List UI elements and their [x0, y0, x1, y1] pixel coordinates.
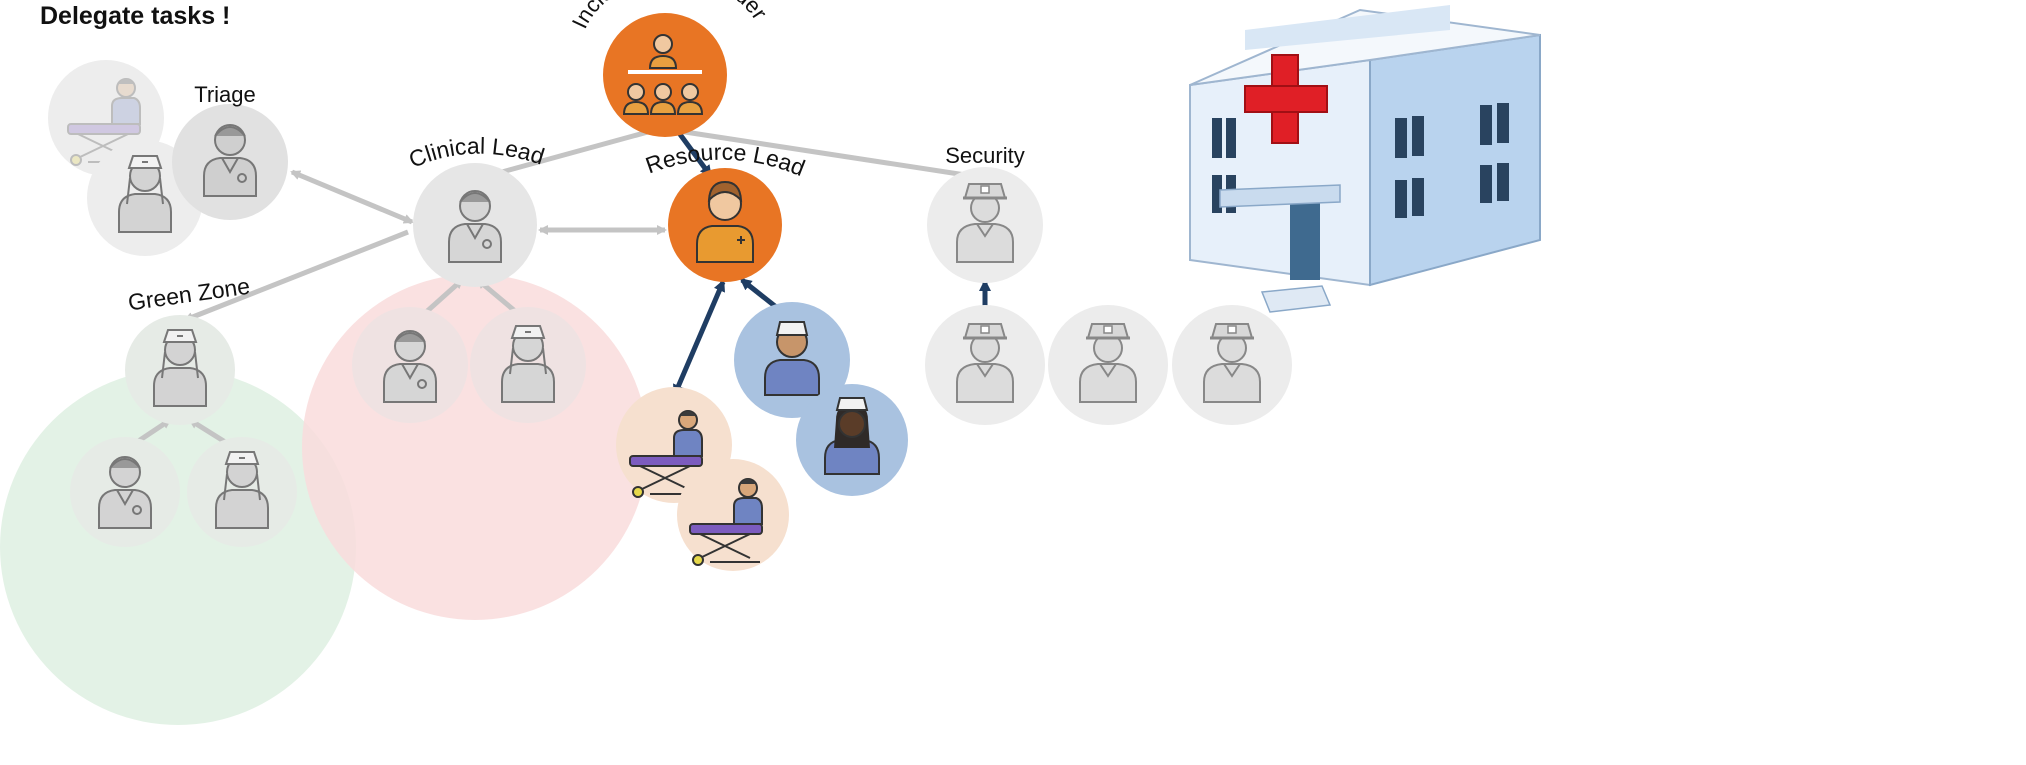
clinical-team	[352, 307, 586, 423]
triage-label: Triage	[194, 82, 256, 107]
arrow-commander-security	[671, 127, 987, 182]
patient-group[interactable]	[616, 387, 789, 571]
arrow-triage-clinical	[290, 169, 414, 225]
diagram-heading: Delegate tasks !	[40, 2, 231, 30]
arrow-commander-clinical	[478, 127, 656, 181]
security-label: Security	[945, 143, 1024, 168]
clinical-lead-node[interactable]	[413, 163, 537, 287]
resource-lead-icon	[696, 180, 754, 263]
nurse-icon	[824, 397, 880, 475]
hospital-building-icon	[1189, 5, 1541, 313]
security-team	[925, 305, 1292, 425]
arrow-clinical-greenzone	[183, 229, 409, 323]
red-cross-icon	[1244, 54, 1328, 144]
commander-icon	[622, 34, 704, 115]
clinical-zone-area	[302, 274, 648, 620]
green-zone-team	[70, 315, 297, 547]
security-node[interactable]	[927, 167, 1043, 283]
resource-lead-node[interactable]	[668, 168, 782, 282]
nurse-icon	[764, 321, 820, 396]
green-zone-label: Green Zone	[126, 273, 251, 316]
incident-commander-node[interactable]	[603, 13, 727, 137]
resource-nurse-team[interactable]	[734, 302, 908, 496]
arrow-resource-patients	[672, 279, 726, 397]
triage-node[interactable]	[48, 60, 288, 256]
